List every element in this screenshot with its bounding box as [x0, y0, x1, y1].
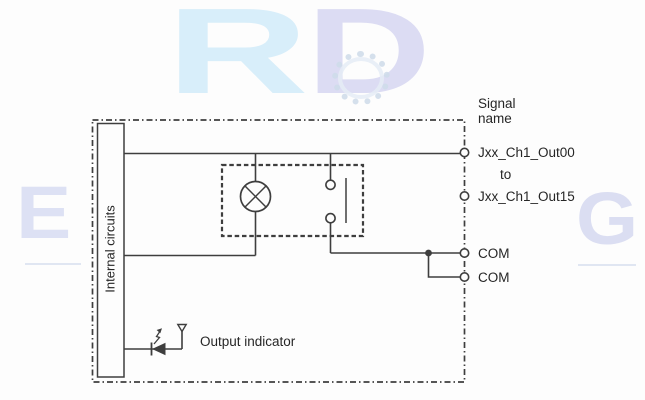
watermark-underline-right [578, 264, 636, 266]
watermark-letter-top-left: R [166, 0, 309, 119]
label-com-bottom: COM [478, 270, 510, 285]
led-emission-arrowhead [156, 328, 162, 334]
watermark-underline-left [25, 263, 81, 265]
signal-name-header-line2: name [478, 111, 512, 126]
lamp-cross-stroke-2 [244, 185, 267, 208]
contact-pole-bottom-circle [325, 212, 336, 224]
relay-dashed-box [220, 163, 365, 238]
power-triangle-symbol [176, 323, 188, 333]
signal-name-header: Signal name [478, 96, 516, 126]
terminal-circle-out00 [459, 147, 470, 158]
label-out-first: Jxx_Ch1_Out00 [478, 145, 575, 160]
watermark-letter-left: E [16, 171, 72, 254]
terminal-circle-com-top [459, 248, 470, 259]
terminal-circle-out15 [459, 191, 470, 202]
led-triangle [152, 342, 166, 356]
watermark-letter-right: G [576, 177, 639, 260]
com-wire-bottom [427, 253, 461, 278]
label-com-top: COM [478, 246, 510, 261]
label-out-last: Jxx_Ch1_Out15 [478, 189, 575, 204]
terminal-circle-com-bottom [459, 271, 470, 282]
output-indicator-label: Output indicator [200, 334, 296, 349]
contact-pole-top-circle [325, 179, 336, 191]
watermark-gear-emblem [332, 51, 390, 105]
label-range-to: to [500, 167, 512, 182]
internal-circuits-label: Internal circuits [102, 205, 118, 293]
led-emission-arrow [153, 330, 162, 345]
signal-name-header-line1: Signal [478, 96, 516, 111]
internal-circuits-box [96, 122, 125, 378]
